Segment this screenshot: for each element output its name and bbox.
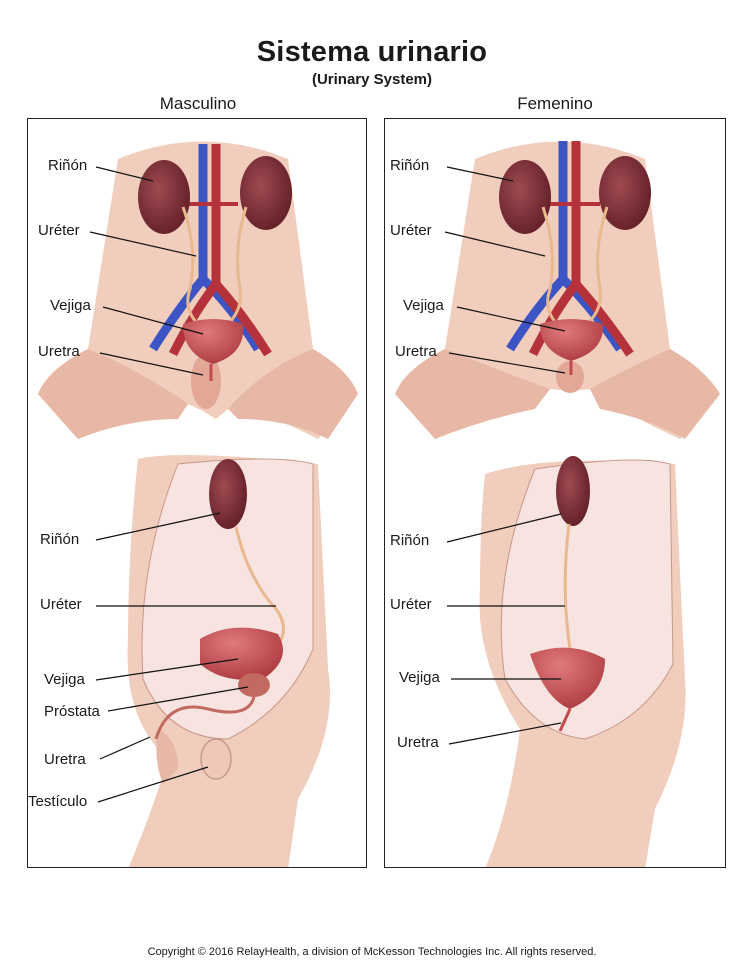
male-side-label-kidney: Riñón [40,531,80,548]
female-front-kidney-left [499,160,551,234]
male-side-prostate [238,673,270,697]
male-front-bladder [183,319,244,364]
female-front-label-kidney: Riñón [390,157,430,174]
male-front-label-bladder: Vejiga [50,297,91,314]
diagram-subtitle: (Urinary System) [311,71,433,88]
female-front-kidney-right [599,156,651,230]
male-front-kidney-left [138,160,190,234]
female-side-label-kidney: Riñón [390,532,430,549]
male-side-label-prostate: Próstata [44,703,100,720]
female-panel: Riñón Uréter Vejiga Uretra Riñón Uréter … [384,118,726,868]
diagram-title: Sistema urinario [256,36,488,68]
female-side-label-bladder: Vejiga [399,669,440,686]
male-side-testicle [200,738,232,780]
male-panel: Riñón Uréter Vejiga Uretra Riñón Uréter … [27,118,367,868]
male-front-label-kidney: Riñón [48,157,88,174]
male-front-kidney-right [240,156,292,230]
male-side-bladder [200,627,283,680]
male-illustration [38,141,358,867]
copyright-notice: Copyright © 2016 RelayHealth, a division… [147,946,597,958]
male-front-ureter [181,206,200,326]
male-side-ureter [234,526,285,645]
male-heading: Masculino [159,94,237,113]
female-side-label-urethra: Uretra [397,734,439,751]
male-front-label-ureter: Uréter [38,222,80,239]
male-side-label-testicle: Testículo [28,793,88,810]
male-side-label-bladder: Vejiga [44,671,85,688]
male-front-label-urethra: Uretra [38,343,80,360]
female-side-kidney [556,456,590,526]
female-heading: Femenino [517,94,593,113]
female-side-label-ureter: Uréter [390,596,432,613]
male-side-urethra [154,696,256,740]
male-side-kidney [209,459,247,529]
female-front-ureter [541,206,559,326]
female-front-label-bladder: Vejiga [403,297,444,314]
female-side-bladder [530,647,605,709]
male-leader-lines [89,166,276,803]
male-side-body [127,455,330,867]
female-front-vessels [506,141,634,357]
female-illustration [395,141,720,867]
female-leader-lines [444,166,566,745]
female-front-label-urethra: Uretra [395,343,437,360]
female-front-label-ureter: Uréter [390,222,432,239]
female-side-ureter [563,523,572,650]
male-side-label-urethra: Uretra [44,751,86,768]
male-side-label-ureter: Uréter [40,596,82,613]
female-side-urethra [558,708,572,732]
